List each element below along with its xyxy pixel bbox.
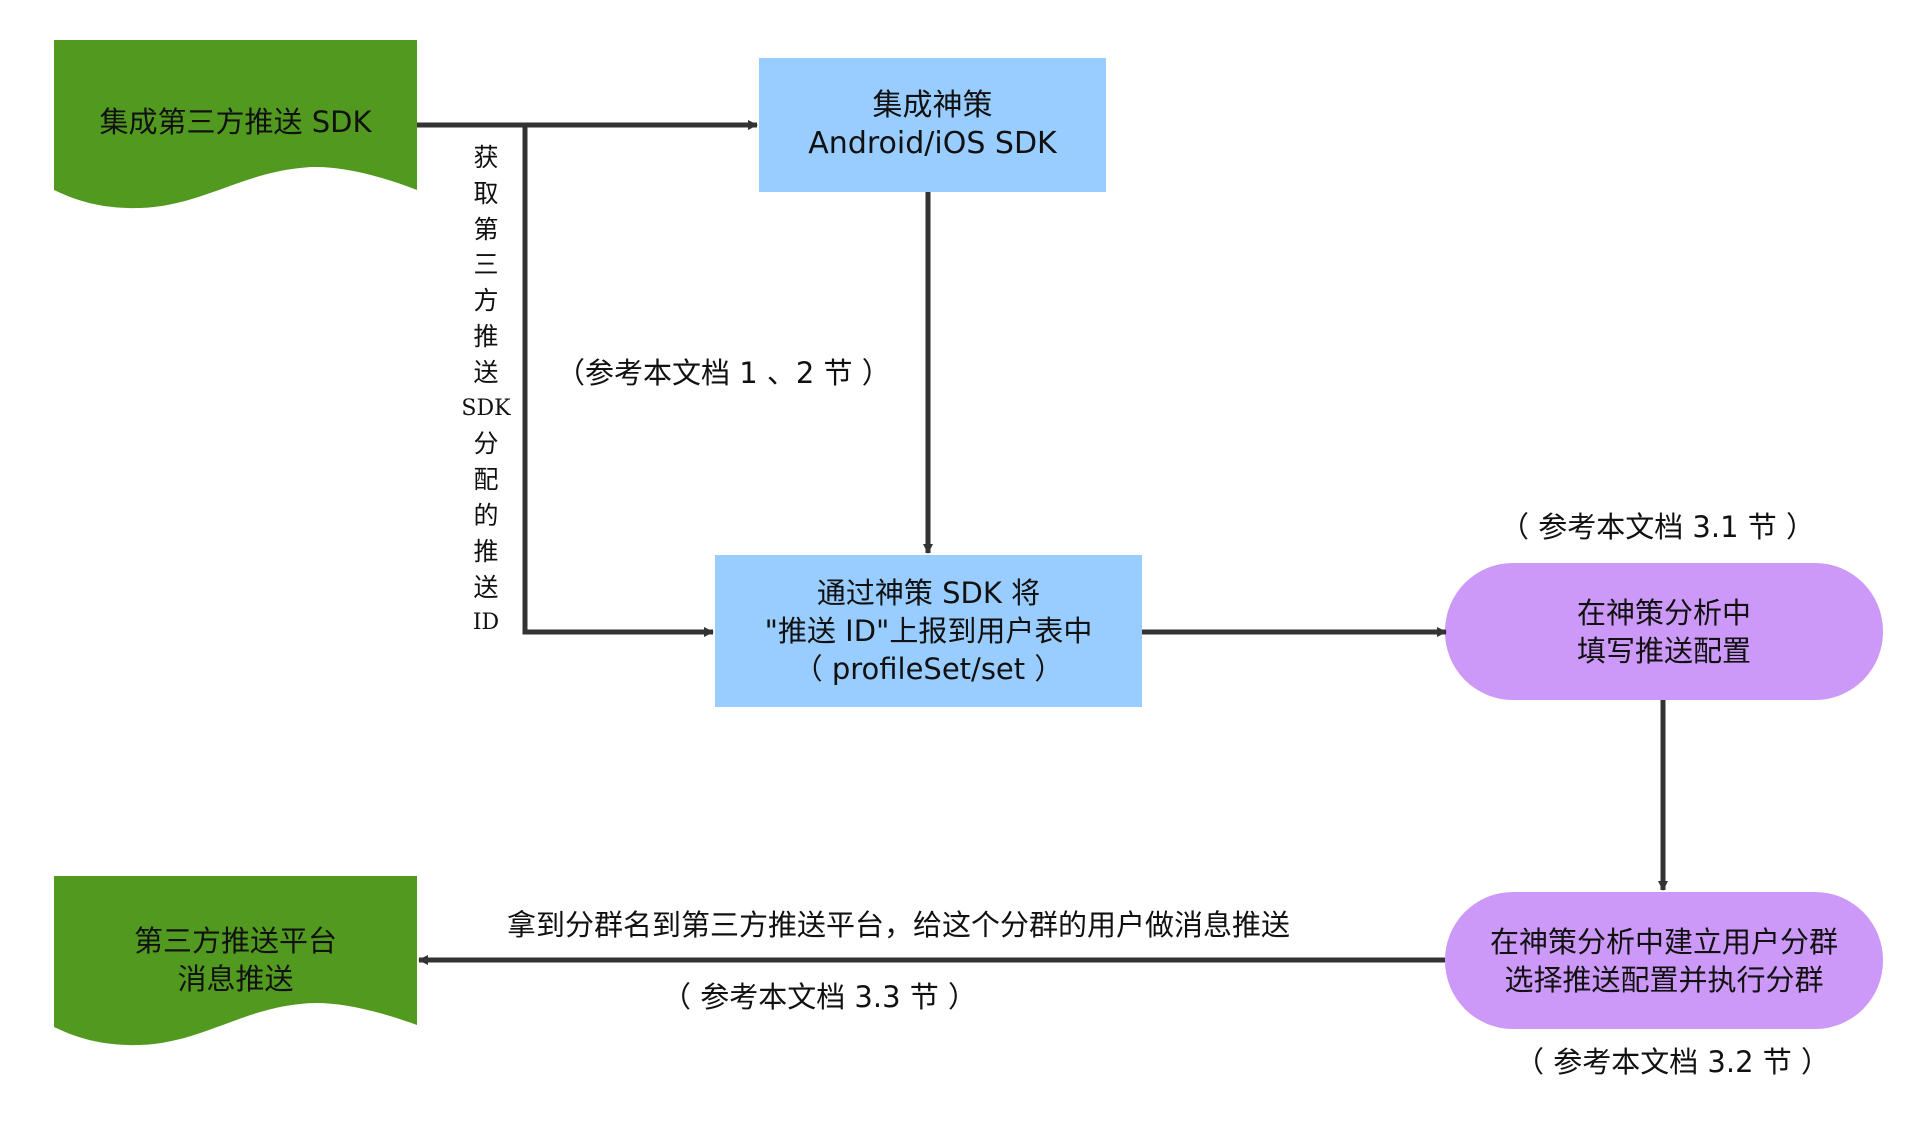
node-fill-push-config: 在神策分析中 填写推送配置: [1445, 563, 1883, 700]
node-label-line: 集成第三方推送 SDK: [99, 105, 372, 139]
vlabel-char: 第: [473, 214, 499, 244]
node-shape-integrate-third-party[interactable]: [54, 40, 417, 209]
node-label-line: （ profileSet/set ）: [793, 652, 1064, 686]
vlabel-char: SDK: [461, 395, 511, 421]
vlabel-char: 配: [473, 465, 499, 495]
edge-label-ref-section-3-1: （ 参考本文档 3.1 节 ）: [1500, 510, 1815, 544]
node-create-segment: 在神策分析中建立用户分群 选择推送配置并执行分群: [1445, 892, 1883, 1029]
node-label-line: 第三方推送平台: [133, 924, 337, 958]
node-label-line: 集成神策: [872, 88, 993, 123]
node-integrate-sensors: 集成神策 Android/iOS SDK: [759, 58, 1106, 192]
vlabel-char: 送: [473, 357, 499, 387]
edge-label-ref-section-3-3: （ 参考本文档 3.3 节 ）: [662, 980, 977, 1014]
edge-label-push-message: 拿到分群名到第三方推送平台，给这个分群的用户做消息推送: [507, 908, 1291, 942]
vlabel-char: 获: [473, 143, 499, 172]
edge-label-get-push-id: 获 取 第 三 方 推 送 SDK 分 配 的 推 送 ID: [461, 140, 510, 641]
edge-third-party-to-report: [522, 125, 714, 637]
vlabel-char: 的: [473, 500, 499, 530]
node-third-party-platform: 第三方推送平台 消息推送: [54, 920, 417, 1000]
node-label-line: 通过神策 SDK 将: [816, 576, 1041, 610]
vlabel-char: 三: [473, 250, 499, 280]
node-shape-create-segment[interactable]: [1445, 892, 1883, 1029]
vlabel-char: ID: [472, 610, 500, 636]
vlabel-char: 送: [473, 572, 499, 602]
node-label-line: 选择推送配置并执行分群: [1504, 962, 1824, 997]
node-label-line: 在神策分析中建立用户分群: [1489, 924, 1838, 959]
node-label-line: Android/iOS SDK: [808, 126, 1057, 161]
node-label-line: 消息推送: [177, 962, 294, 996]
vlabel-char: 推: [473, 321, 499, 351]
node-shape-integrate-sensors[interactable]: [759, 58, 1106, 192]
vlabel-char: 方: [473, 286, 499, 316]
node-label-line: 填写推送配置: [1576, 633, 1751, 668]
edge-label-ref-sections-1-2: （参考本文档 1 、2 节 ）: [556, 356, 891, 390]
vlabel-char: 分: [473, 429, 499, 459]
node-report-push-id: 通过神策 SDK 将 "推送 ID"上报到用户表中 （ profileSet/s…: [715, 555, 1142, 707]
node-integrate-third-party: 集成第三方推送 SDK: [54, 100, 417, 144]
vlabel-char: 取: [473, 178, 499, 208]
edge-label-ref-section-3-2: （ 参考本文档 3.2 节 ）: [1515, 1045, 1830, 1079]
node-shape-fill-push-config[interactable]: [1445, 563, 1883, 700]
node-shape-report-push-id[interactable]: [715, 555, 1142, 707]
node-shape-third-party-platform[interactable]: [54, 876, 417, 1046]
node-label-line: "推送 ID"上报到用户表中: [764, 614, 1093, 648]
node-label-line: 在神策分析中: [1576, 595, 1751, 630]
vlabel-char: 推: [473, 536, 499, 566]
